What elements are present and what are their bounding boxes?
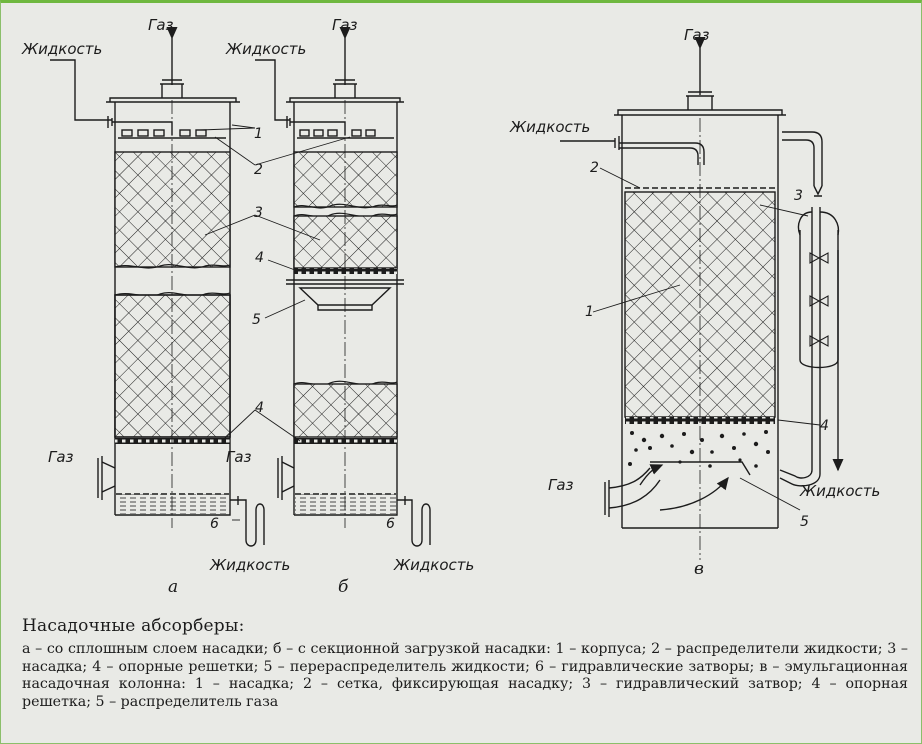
gas-outlet-label-v: Газ (684, 26, 710, 44)
callout-1-v: 1 (585, 304, 594, 320)
callout-2-v: 2 (590, 160, 599, 176)
emulsion-bubbles (628, 430, 770, 468)
callout-3-b: 3 (254, 205, 263, 221)
callout-1-b: 1 (254, 126, 263, 142)
caption-title: Насадочные абсорберы: (22, 616, 245, 636)
column-a (50, 26, 265, 547)
callout-4-bottom: 4 (255, 400, 264, 416)
callout-6-a: 6 (210, 516, 219, 532)
sublabel-b: б (338, 577, 349, 597)
gas-inlet-label-b: Газ (226, 448, 252, 466)
column-b (255, 26, 431, 547)
callout-6-b: 6 (386, 516, 395, 532)
callout-4-top: 4 (255, 250, 264, 266)
liquid-outlet-label-v: Жидкость (799, 482, 880, 500)
column-v (560, 36, 844, 560)
caption-body: а – со сплошным слоем насадки; б – с сек… (22, 641, 908, 710)
liquid-inlet-label-a: Жидкость (21, 40, 102, 58)
gas-outlet-label-a: Газ (148, 16, 174, 34)
callout-5-v: 5 (800, 514, 809, 530)
callout-2-b: 2 (254, 162, 263, 178)
liquid-outlet-label-b: Жидкость (393, 556, 474, 574)
sublabel-v: в (694, 559, 704, 579)
leader-lines (199, 124, 821, 521)
sublabel-a: а (168, 577, 178, 597)
gas-inlet-label-a: Газ (48, 448, 74, 466)
liquid-inlet-label-v: Жидкость (509, 118, 590, 136)
callout-5-b: 5 (252, 312, 261, 328)
absorber-diagram: Газ Жидкость Газ Жидкость Газ Жидкость Г… (21, 16, 880, 597)
gas-inlet-label-v: Газ (548, 476, 574, 494)
callout-3-v: 3 (794, 188, 803, 204)
liquid-outlet-label-a: Жидкость (209, 556, 290, 574)
liquid-inlet-label-b: Жидкость (225, 40, 306, 58)
gas-outlet-label-b: Газ (332, 16, 358, 34)
callout-4-v: 4 (820, 418, 829, 434)
